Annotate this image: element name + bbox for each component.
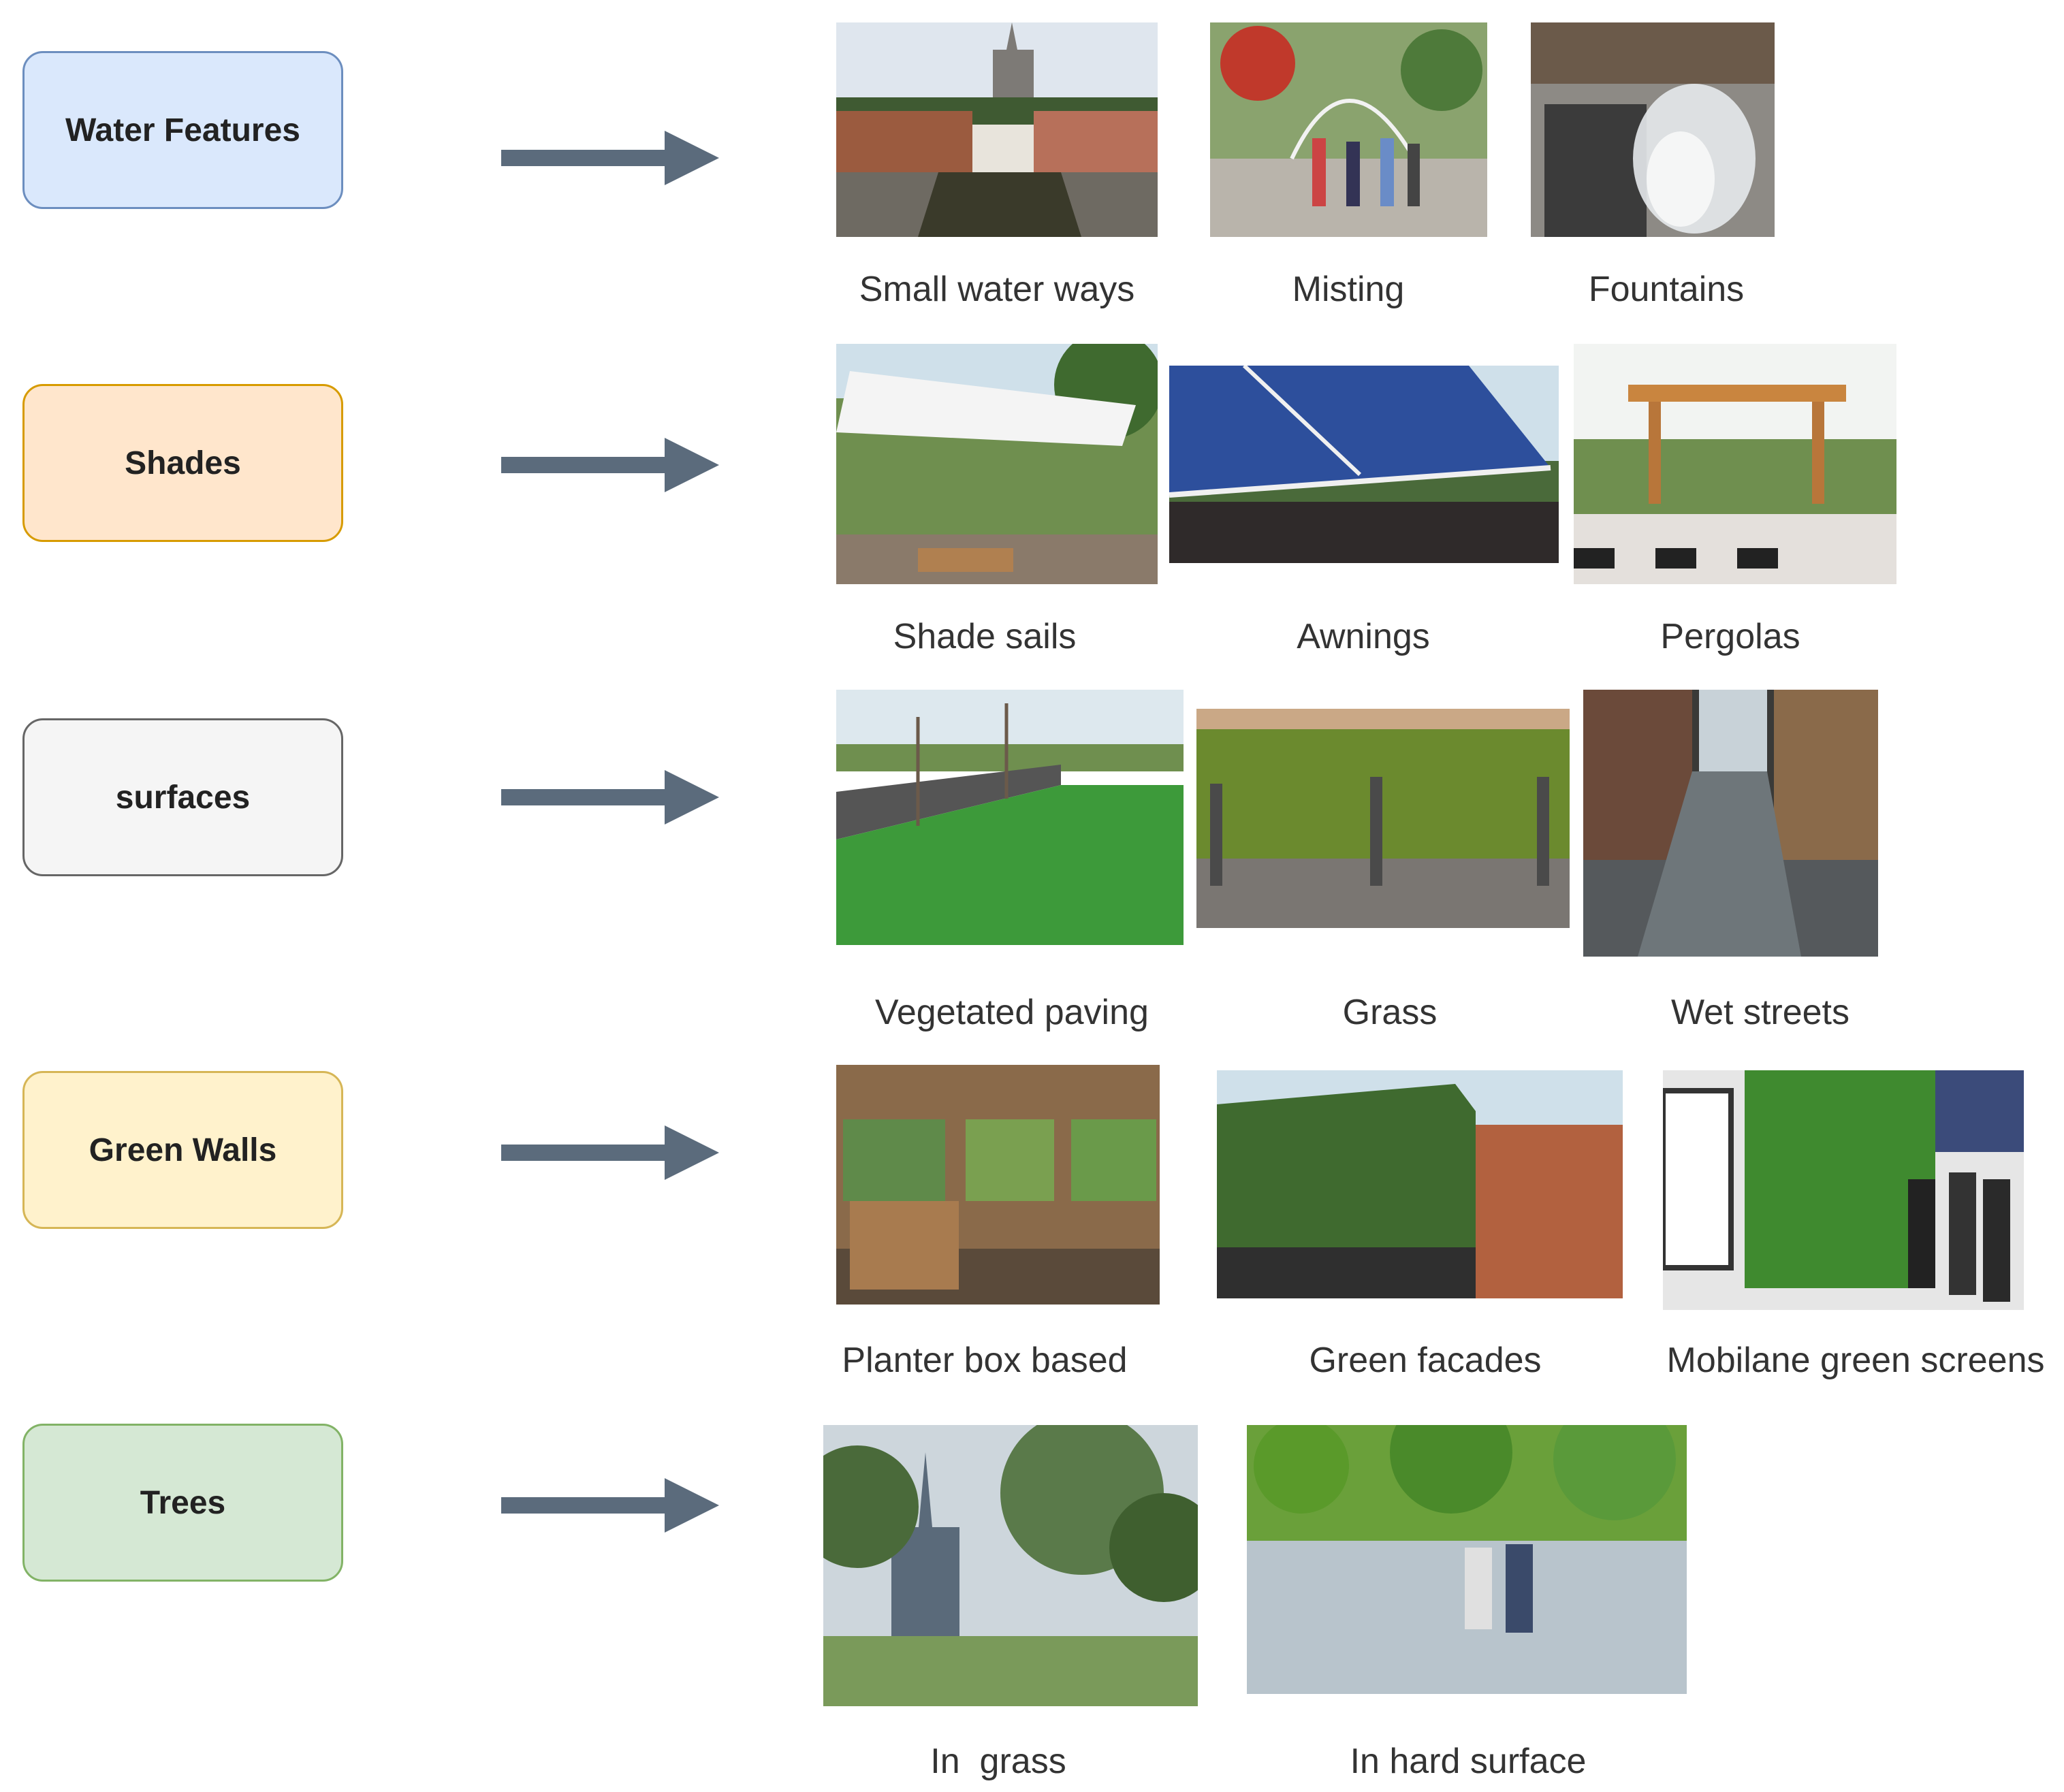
arrow-surfaces bbox=[501, 770, 719, 825]
caption-pergolas: Pergolas bbox=[1660, 617, 1800, 656]
green-facade-photo bbox=[1217, 1070, 1623, 1298]
trees-in-grass-photo bbox=[823, 1425, 1198, 1706]
category-water-features: Water Features bbox=[22, 51, 343, 209]
caption-wet-streets: Wet streets bbox=[1670, 993, 1850, 1032]
caption-in-grass: In grass bbox=[930, 1742, 1066, 1781]
category-label: Shades bbox=[125, 445, 241, 481]
caption-fountains: Fountains bbox=[1588, 270, 1745, 309]
caption-awnings: Awnings bbox=[1297, 617, 1430, 656]
planter-box-photo bbox=[836, 1065, 1160, 1305]
caption-misting: Misting bbox=[1292, 270, 1405, 309]
shade-sail-photo bbox=[836, 344, 1158, 584]
fountain-photo bbox=[1531, 22, 1775, 237]
category-surfaces: surfaces bbox=[22, 718, 343, 876]
category-label: Water Features bbox=[65, 112, 300, 148]
wet-street-photo bbox=[1583, 690, 1878, 957]
caption-green-facades: Green facades bbox=[1309, 1341, 1542, 1380]
canal-photo bbox=[836, 22, 1158, 237]
arrow-shades bbox=[501, 438, 719, 492]
category-green-walls: Green Walls bbox=[22, 1071, 343, 1229]
trees-hard-surface-photo bbox=[1247, 1425, 1687, 1694]
caption-vegetated-paving: Vegetated paving bbox=[875, 993, 1149, 1032]
category-label: Green Walls bbox=[89, 1132, 277, 1168]
arrow-trees bbox=[501, 1478, 719, 1533]
misting-photo bbox=[1210, 22, 1487, 237]
category-label: Trees bbox=[140, 1484, 226, 1521]
awning-photo bbox=[1169, 366, 1559, 563]
pergola-photo bbox=[1574, 344, 1896, 584]
arrow-green-walls bbox=[501, 1125, 719, 1180]
category-shades: Shades bbox=[22, 384, 343, 542]
arrow-water-features bbox=[501, 131, 719, 185]
category-label: surfaces bbox=[115, 779, 251, 816]
caption-shade-sails: Shade sails bbox=[893, 617, 1077, 656]
vegetated-paving-photo bbox=[836, 690, 1184, 945]
caption-in-hard-surface: In hard surface bbox=[1350, 1742, 1587, 1781]
caption-small-water-ways: Small water ways bbox=[859, 270, 1135, 309]
caption-grass: Grass bbox=[1342, 993, 1438, 1032]
green-screen-photo bbox=[1663, 1070, 2024, 1310]
grass-photo bbox=[1196, 709, 1570, 928]
caption-planter-box-based: Planter box based bbox=[842, 1341, 1128, 1380]
category-trees: Trees bbox=[22, 1424, 343, 1582]
caption-mobilane-green-screens: Mobilane green screens bbox=[1666, 1341, 2045, 1380]
